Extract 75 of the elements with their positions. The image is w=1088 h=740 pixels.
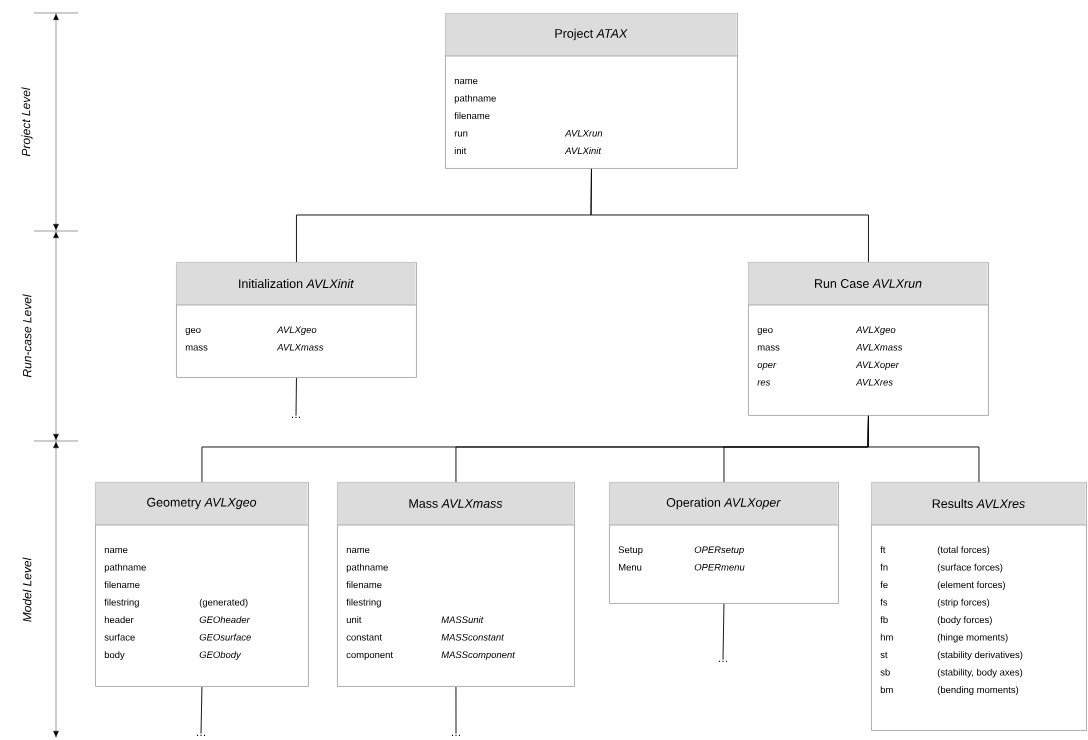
- field-text: name: [346, 547, 370, 554]
- field-text: OPERmenu: [694, 563, 745, 571]
- field-text: hm: [880, 633, 893, 641]
- field-text: sb: [880, 668, 890, 676]
- field-text: Menu: [619, 564, 642, 571]
- field-text: Setup: [618, 546, 643, 555]
- field-text: AVLXinit: [564, 147, 602, 155]
- field-text: fb: [880, 616, 888, 624]
- field-text: pathname: [346, 563, 388, 573]
- field-text: surface: [104, 633, 135, 641]
- ellipsis: …: [197, 734, 205, 736]
- field-text: filestring: [104, 598, 139, 608]
- field-text: AVLXmass: [855, 344, 903, 351]
- field-text: pathname: [454, 94, 496, 104]
- field-text: GEOsurface: [199, 633, 251, 641]
- field-text: (surface forces): [937, 563, 1003, 573]
- field-text: (stability, body axes): [937, 668, 1023, 678]
- field-text: pathname: [104, 563, 146, 573]
- connector-line: [590, 168, 869, 263]
- field-text: (strip forces): [937, 598, 990, 608]
- field-text: (hinge moments): [937, 633, 1008, 643]
- connector-line: [455, 686, 457, 735]
- field-text: unit: [346, 616, 362, 624]
- field-text: run: [454, 131, 468, 137]
- field-text: AVLXoper: [855, 361, 900, 370]
- field-text: st: [880, 651, 888, 659]
- field-text: fs: [880, 598, 888, 606]
- connector-line: [722, 603, 725, 661]
- field-text: name: [454, 78, 478, 85]
- field-text: fn: [880, 563, 888, 571]
- field-text: mass: [185, 345, 208, 351]
- field-text: constant: [346, 634, 382, 641]
- field-text: AVLXrun: [564, 130, 603, 137]
- connector-line: [200, 686, 203, 735]
- field-text: filestring: [346, 598, 381, 608]
- field-text: MASSconstant: [441, 633, 505, 641]
- level-label: Project Level: [21, 87, 33, 157]
- field-text: init: [454, 147, 467, 155]
- field-text: fe: [880, 581, 888, 589]
- field-text: GEObody: [199, 651, 242, 660]
- field-text: GEOheader: [199, 616, 251, 624]
- field-text: (body forces): [937, 616, 992, 625]
- field-text: filename: [104, 581, 140, 589]
- field-text: component: [346, 651, 393, 660]
- field-text: OPERsetup: [694, 546, 744, 555]
- field-text: filename: [346, 581, 382, 589]
- field-text: (element forces): [937, 581, 1005, 590]
- connector-line: [867, 415, 980, 483]
- field-text: AVLXres: [855, 379, 893, 386]
- field-text: res: [757, 380, 771, 386]
- field-text: oper: [757, 362, 777, 370]
- field-text: AVLXgeo: [276, 326, 317, 335]
- level-label: Run-case Level: [22, 294, 32, 378]
- field-text: geo: [185, 327, 201, 335]
- ellipsis: …: [452, 734, 460, 736]
- field-text: header: [104, 616, 134, 624]
- field-text: name: [104, 547, 128, 554]
- field-text: AVLXgeo: [855, 326, 896, 335]
- level-label: Model Level: [22, 557, 32, 622]
- field-text: filename: [454, 112, 490, 120]
- connector-line: [295, 377, 297, 417]
- field-text: (bending moments): [937, 686, 1019, 695]
- field-text: ft: [880, 546, 886, 554]
- field-text: body: [104, 651, 125, 660]
- field-text: AVLXmass: [276, 344, 324, 351]
- ellipsis: …: [719, 660, 727, 662]
- field-text: geo: [757, 327, 773, 335]
- field-text: MASScomponent: [441, 651, 516, 660]
- field-text: MASSunit: [441, 616, 484, 624]
- field-text: (stability derivatives): [937, 651, 1023, 660]
- field-text: (generated): [199, 598, 248, 608]
- ellipsis: …: [292, 416, 300, 418]
- field-text: mass: [757, 345, 780, 351]
- field-text: (total forces): [937, 546, 990, 555]
- field-text: bm: [880, 686, 893, 694]
